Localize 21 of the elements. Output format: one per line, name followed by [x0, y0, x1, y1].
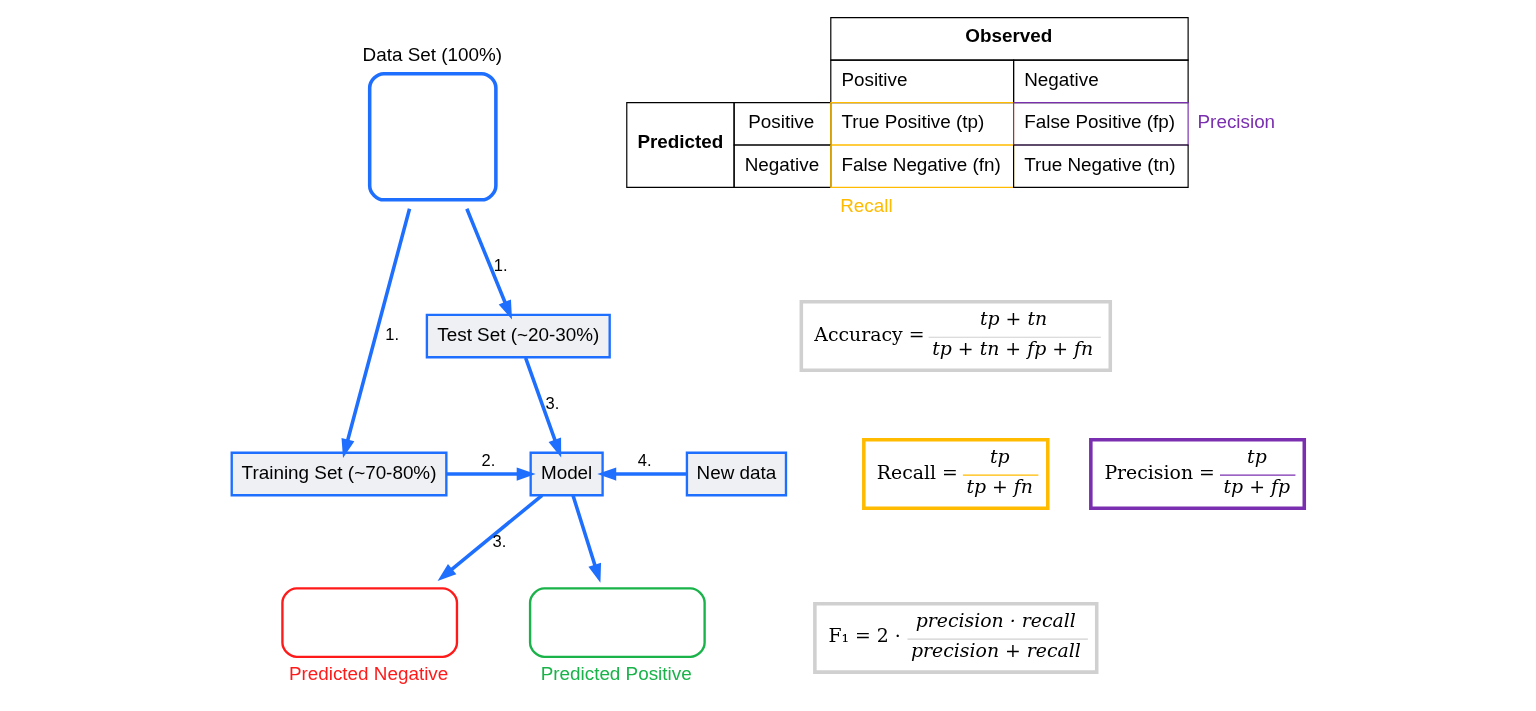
label: Negative [744, 153, 820, 175]
label: False Positive (fp) [1024, 111, 1176, 133]
edge-label: 4. [637, 451, 652, 469]
label: False Negative (fn) [841, 153, 1001, 175]
edge-label: 3. [492, 532, 507, 551]
edge-label: 1. [385, 325, 399, 344]
label: True Positive (tp) [841, 111, 985, 133]
node-label: Predicted Positive [540, 663, 692, 685]
label: Positive [748, 111, 815, 133]
label: Recall [840, 194, 893, 216]
label: Positive [841, 68, 908, 90]
label: Observed [965, 25, 1053, 47]
node-label: Data Set (100%) [362, 44, 503, 66]
edge-label: 2. [481, 451, 496, 469]
label: Precision [1197, 111, 1276, 133]
node-label: Predicted Negative [288, 663, 449, 685]
edge-label: 3. [545, 394, 560, 413]
label: Negative [1024, 68, 1099, 90]
label: Predicted [637, 131, 724, 153]
label: True Negative (tn) [1024, 153, 1176, 175]
edge-label: 1. [493, 256, 508, 275]
